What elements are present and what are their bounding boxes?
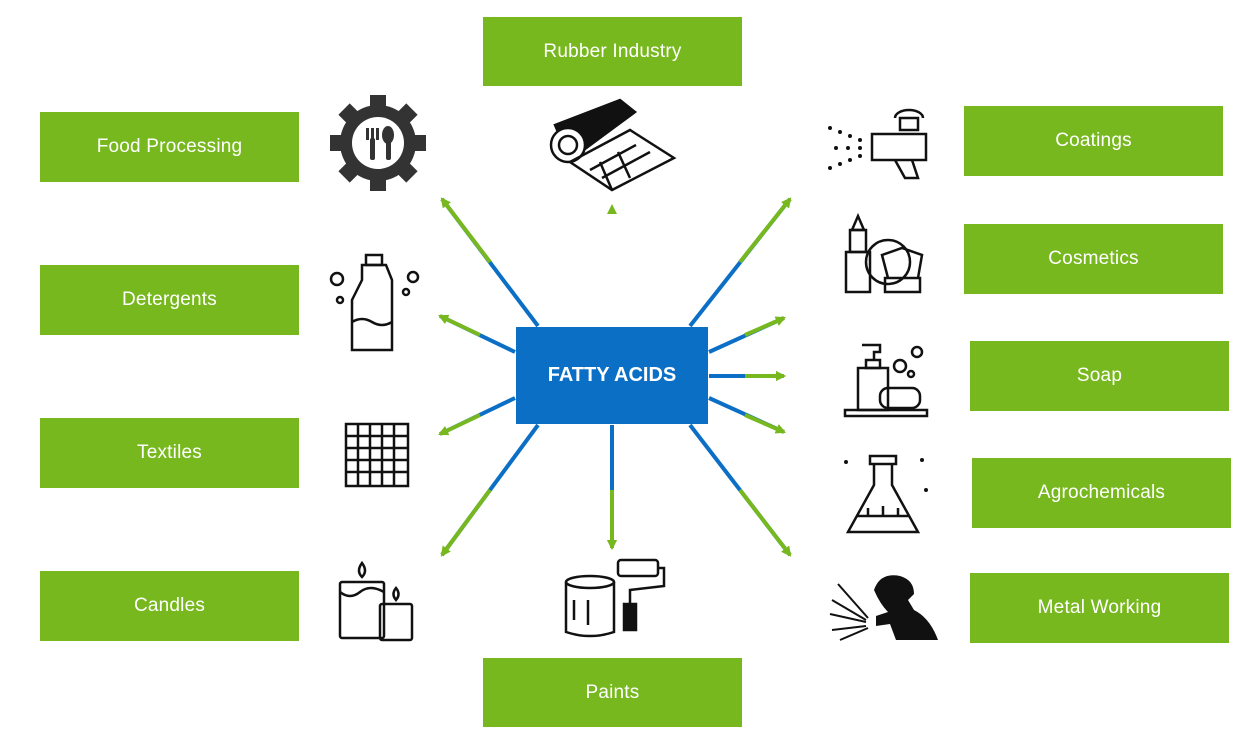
box-soap: Soap (970, 341, 1229, 411)
fabric-weave-icon (344, 422, 410, 488)
gear-fork-spoon-icon (330, 95, 426, 191)
box-cosmetics: Cosmetics (964, 224, 1223, 294)
candles-icon (338, 560, 414, 642)
box-coatings: Coatings (964, 106, 1223, 176)
box-candles: Candles (40, 571, 299, 641)
welder-icon (829, 575, 938, 641)
box-metal-working: Metal Working (970, 573, 1229, 643)
detergent-bottle-icon (329, 253, 420, 352)
box-agrochemicals: Agrochemicals (972, 458, 1231, 528)
soap-dispenser-icon (843, 343, 929, 418)
box-paints: Paints (483, 658, 742, 727)
box-food-processing: Food Processing (40, 112, 299, 182)
lipstick-brush-icon (844, 212, 924, 294)
box-detergents: Detergents (40, 265, 299, 335)
flask-plant-icon (844, 454, 928, 534)
box-rubber-industry: Rubber Industry (483, 17, 742, 86)
carpet-roll-icon (549, 98, 677, 192)
center-node: FATTY ACIDS (516, 327, 708, 424)
paint-can-roller-icon (564, 558, 666, 638)
spray-gun-icon (828, 108, 928, 180)
box-textiles: Textiles (40, 418, 299, 488)
